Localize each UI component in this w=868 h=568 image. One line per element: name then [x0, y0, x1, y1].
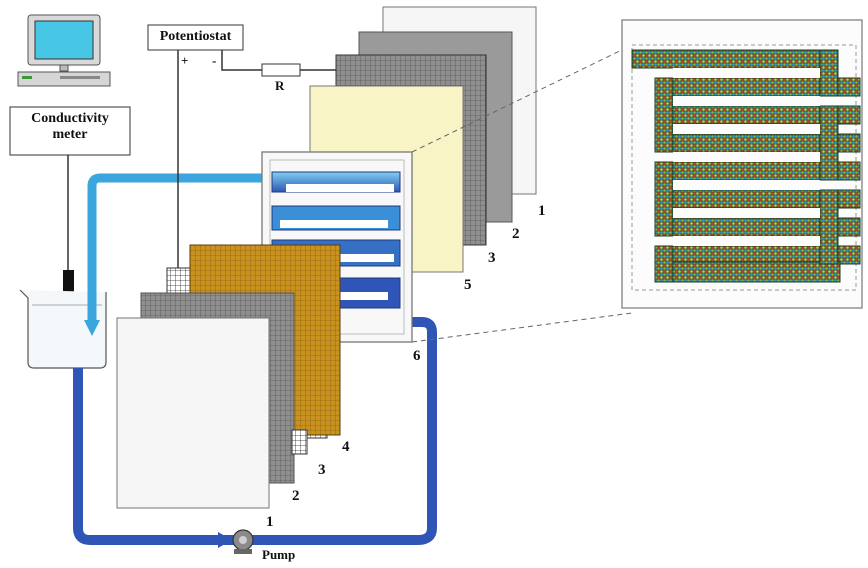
zoom-line-bottom [412, 313, 632, 342]
conductivity-line2: meter [10, 127, 130, 143]
pump-icon [233, 530, 253, 554]
front-label-1: 1 [266, 514, 274, 530]
conductivity-line1: Conductivity [10, 111, 130, 127]
plus-label: + [181, 53, 188, 68]
computer-icon [18, 15, 110, 86]
front-label-3: 3 [318, 462, 326, 478]
front-label-4: 4 [342, 439, 350, 455]
front-label-2: 2 [292, 488, 300, 504]
back-label-3: 3 [488, 250, 496, 266]
back-label-5: 5 [464, 277, 472, 293]
front-plate-1 [117, 318, 269, 508]
zoom-detail [622, 20, 862, 308]
pump-label: Pump [262, 547, 295, 562]
resistor [262, 64, 300, 76]
minus-label: - [212, 53, 216, 68]
back-label-1: 1 [538, 203, 546, 219]
resistor-label: R [275, 78, 285, 93]
back-label-6: 6 [413, 348, 421, 364]
wire-minus [222, 50, 262, 70]
potentiostat-label: Potentiostat [148, 29, 243, 45]
front-stack [117, 245, 340, 508]
conductivity-meter-label: Conductivity meter [10, 111, 130, 143]
back-label-2: 2 [512, 226, 520, 242]
